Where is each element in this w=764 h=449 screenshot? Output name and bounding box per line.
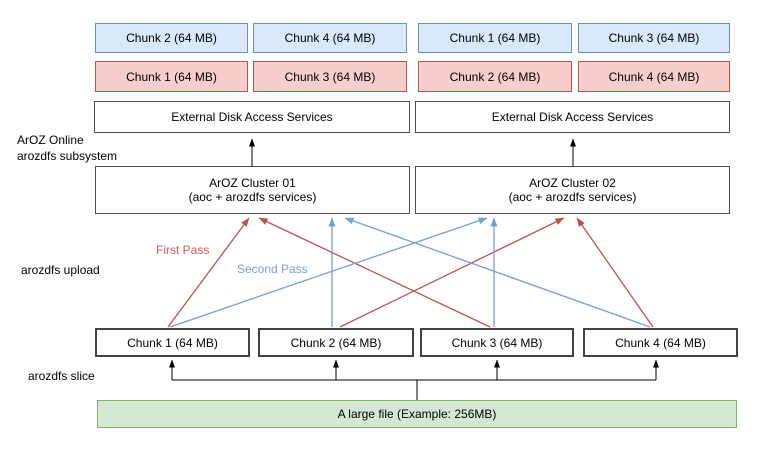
upload-stage-label: arozdfs upload (21, 263, 100, 277)
large-file-box: A large file (Example: 256MB) (97, 400, 737, 428)
cluster-02-subtitle: (aoc + arozdfs services) (508, 190, 637, 204)
stored-chunk-red-3: Chunk 2 (64 MB) (418, 61, 572, 92)
upload-chunk-4: Chunk 4 (64 MB) (583, 328, 738, 357)
second-pass-label: Second Pass (237, 262, 308, 276)
external-disk-access-left: External Disk Access Services (94, 101, 410, 133)
subsystem-label: ArOZ Online arozdfs subsystem (17, 132, 117, 164)
cluster-01-subtitle: (aoc + arozdfs services) (188, 190, 317, 204)
stored-chunk-blue-1: Chunk 2 (64 MB) (95, 23, 248, 53)
stored-chunk-red-4: Chunk 4 (64 MB) (578, 61, 730, 92)
upload-chunk-3: Chunk 3 (64 MB) (420, 328, 574, 357)
stored-chunk-red-2: Chunk 3 (64 MB) (253, 61, 407, 92)
stored-chunk-blue-4: Chunk 3 (64 MB) (578, 23, 730, 53)
stored-chunk-red-1: Chunk 1 (64 MB) (95, 61, 248, 92)
aroz-cluster-02: ArOZ Cluster 02 (aoc + arozdfs services) (415, 166, 730, 214)
first-pass-label: First Pass (156, 243, 210, 257)
subsystem-label-line2: arozdfs subsystem (17, 149, 118, 163)
external-disk-access-right: External Disk Access Services (415, 101, 730, 133)
chunk1-to-cluster02-second-pass (169, 217, 488, 328)
chunk4-to-cluster02-first-pass (576, 217, 654, 328)
upload-chunk-2: Chunk 2 (64 MB) (258, 328, 414, 357)
slice-stage-label: arozdfs slice (28, 369, 95, 383)
chunk2-to-cluster02-first-pass (339, 217, 565, 328)
stored-chunk-blue-2: Chunk 4 (64 MB) (253, 23, 407, 53)
cluster-02-title: ArOZ Cluster 02 (529, 176, 616, 190)
aroz-cluster-01: ArOZ Cluster 01 (aoc + arozdfs services) (95, 166, 410, 214)
subsystem-label-line1: ArOZ Online (17, 133, 84, 147)
chunk4-to-cluster01-second-pass (344, 217, 651, 328)
upload-chunk-1: Chunk 1 (64 MB) (95, 328, 250, 357)
cluster-01-title: ArOZ Cluster 01 (209, 176, 296, 190)
stored-chunk-blue-3: Chunk 1 (64 MB) (418, 23, 572, 53)
